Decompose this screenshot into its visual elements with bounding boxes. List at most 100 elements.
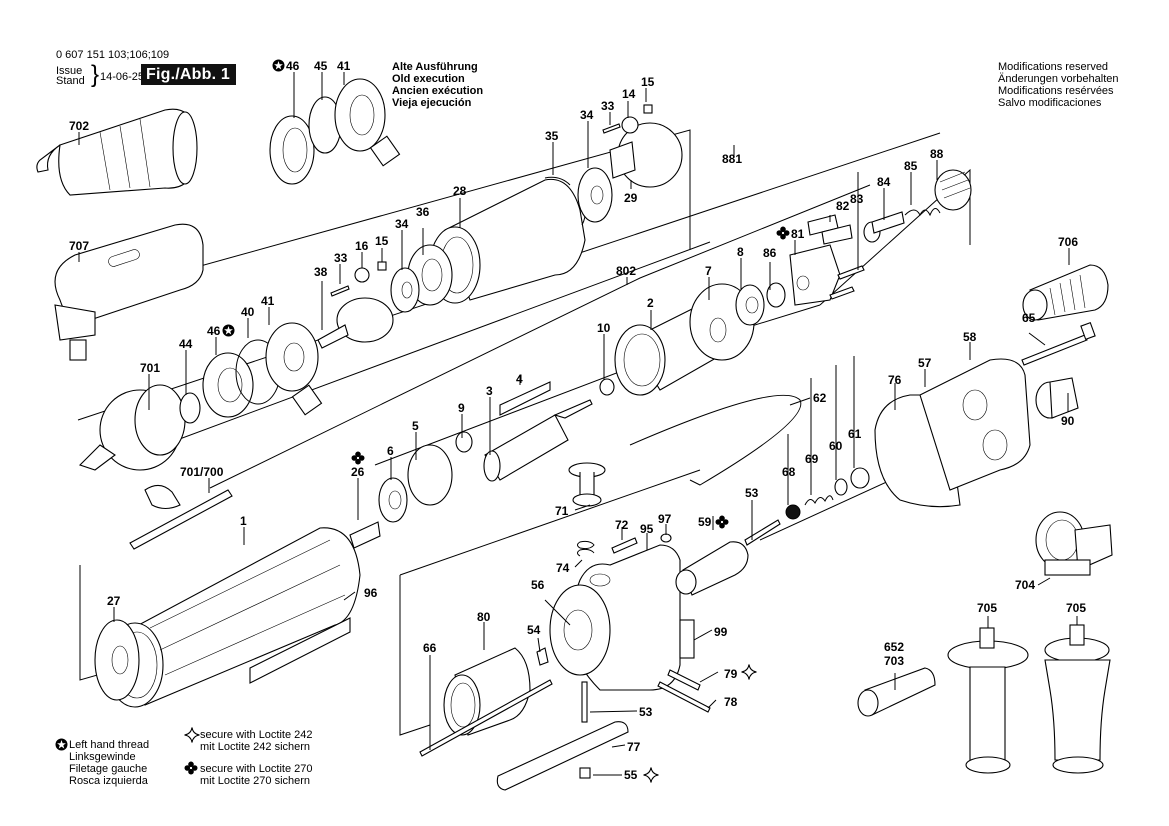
part-10-9-6-5-bearings-rings	[378, 378, 615, 523]
part-55-screw	[579, 767, 591, 779]
part-702-keyless-chuck	[36, 108, 198, 196]
callout-68: 68	[782, 465, 796, 479]
callout-15-mid: 15	[375, 234, 389, 248]
callout-65: 65	[1022, 311, 1036, 325]
part-59-nipple	[675, 541, 749, 596]
part-76-57-58-end-cover	[874, 358, 1031, 508]
callout-54: 54	[527, 623, 541, 637]
four-point-star-outline-icon	[184, 727, 200, 743]
callout-15-top: 15	[641, 75, 655, 89]
callout-59: 59	[698, 515, 712, 529]
callout-16: 16	[355, 239, 369, 253]
modifications-de: Änderungen vorbehalten	[998, 73, 1119, 85]
part-53-pin-top	[744, 519, 781, 546]
callout-802: 802	[616, 264, 636, 278]
callout-33-mid: 33	[334, 251, 348, 265]
callout-38: 38	[314, 265, 328, 279]
part-652-703-nipple	[857, 667, 936, 717]
part-84-85-88-throttle	[863, 169, 972, 243]
callout-10: 10	[597, 321, 611, 335]
callout-72: 72	[615, 518, 629, 532]
callout-85: 85	[904, 159, 918, 173]
old-execution-de: Alte Ausführung	[392, 61, 478, 73]
legend-270-en: secure with Loctite 270	[200, 763, 313, 775]
clover-icon	[715, 515, 729, 529]
frame-head-top	[399, 469, 701, 576]
callout-33-top: 33	[601, 99, 615, 113]
callout-81: 81	[791, 227, 805, 241]
callout-35: 35	[545, 129, 559, 143]
callout-60: 60	[829, 439, 843, 453]
part-29-planet-carrier	[609, 122, 683, 188]
callout-90: 90	[1061, 414, 1075, 428]
callout-53-bot: 53	[639, 705, 653, 719]
four-point-star-outline-icon	[741, 664, 757, 680]
callout-79: 79	[724, 667, 738, 681]
callout-703: 703	[884, 654, 904, 668]
callout-6: 6	[387, 444, 394, 458]
part-90-plug	[1035, 377, 1079, 419]
callout-705-a: 705	[977, 601, 997, 615]
part-701-700-chuck-key	[129, 484, 233, 550]
callout-704: 704	[1015, 578, 1035, 592]
callout-9: 9	[458, 401, 465, 415]
callout-69: 69	[805, 452, 819, 466]
callout-29: 29	[624, 191, 638, 205]
legend-left-hand-thread: Left hand thread Linksgewinde Filetage g…	[55, 738, 150, 787]
part-99-label	[679, 619, 695, 659]
legend-270-de: mit Loctite 270 sichern	[200, 775, 311, 787]
callout-61: 61	[848, 427, 862, 441]
callout-1: 1	[240, 514, 247, 528]
callout-46-mid: 46	[207, 324, 221, 338]
legend-lht-en: Left hand thread	[69, 739, 150, 751]
clover-icon	[776, 226, 790, 240]
callout-8: 8	[737, 245, 744, 259]
frame-upper	[77, 129, 691, 301]
part-62-wire-bracket	[629, 394, 802, 486]
callout-66: 66	[423, 641, 437, 655]
part-71-74-72-95-97-head-parts	[568, 462, 672, 557]
callout-45: 45	[314, 59, 328, 73]
callout-62: 62	[813, 391, 827, 405]
part-77-lever	[496, 721, 629, 791]
callout-97: 97	[658, 512, 672, 526]
callout-707: 707	[69, 239, 89, 253]
callout-705-b: 705	[1066, 601, 1086, 615]
callout-4: 4	[516, 372, 523, 386]
frame-802	[209, 184, 871, 489]
callout-7: 7	[705, 264, 712, 278]
modifications-es: Salvo modificaciones	[998, 97, 1102, 109]
callout-88: 88	[930, 147, 944, 161]
part-79-78-screws-pins	[657, 669, 711, 713]
callout-82: 82	[836, 199, 850, 213]
legend-loctite-270: secure with Loctite 270 mit Loctite 270 …	[184, 761, 313, 787]
part-66-rod	[419, 679, 553, 757]
callout-46-top: 46	[286, 59, 300, 73]
part-707-angle-attachment	[54, 223, 204, 361]
part-4-rotor-blade	[499, 381, 551, 416]
issue-label-en: Issue	[56, 65, 83, 77]
part-701-chuck	[78, 384, 186, 471]
callout-95: 95	[640, 522, 654, 536]
part-704-handle-clamp	[1035, 511, 1113, 576]
part-53-pin-bottom	[581, 681, 588, 723]
part-705-side-handle-b	[1044, 624, 1111, 774]
callout-701-700: 701/700	[180, 465, 224, 479]
part-56-angle-head	[549, 544, 681, 691]
callout-99: 99	[714, 625, 728, 639]
callout-36: 36	[416, 205, 430, 219]
callout-706: 706	[1058, 235, 1078, 249]
callout-34-mid: 34	[395, 217, 409, 231]
part-44-46-40-41-mid-bearings	[179, 322, 323, 424]
part-65-bolt	[1021, 322, 1096, 366]
issue-label: Issue Stand	[56, 65, 85, 87]
figure-label: Fig./Abb. 1	[141, 64, 236, 85]
part-34-washer-top	[577, 167, 613, 223]
callout-2: 2	[647, 296, 654, 310]
callout-74: 74	[556, 561, 570, 575]
callout-53-top: 53	[745, 486, 759, 500]
issue-label-de: Stand	[56, 75, 85, 87]
callout-labels: 46 45 41 15 14 33 34 35 29 28 36 34 15 1…	[69, 59, 1086, 783]
callout-27: 27	[107, 594, 121, 608]
part-28-gear-housing	[429, 178, 586, 304]
